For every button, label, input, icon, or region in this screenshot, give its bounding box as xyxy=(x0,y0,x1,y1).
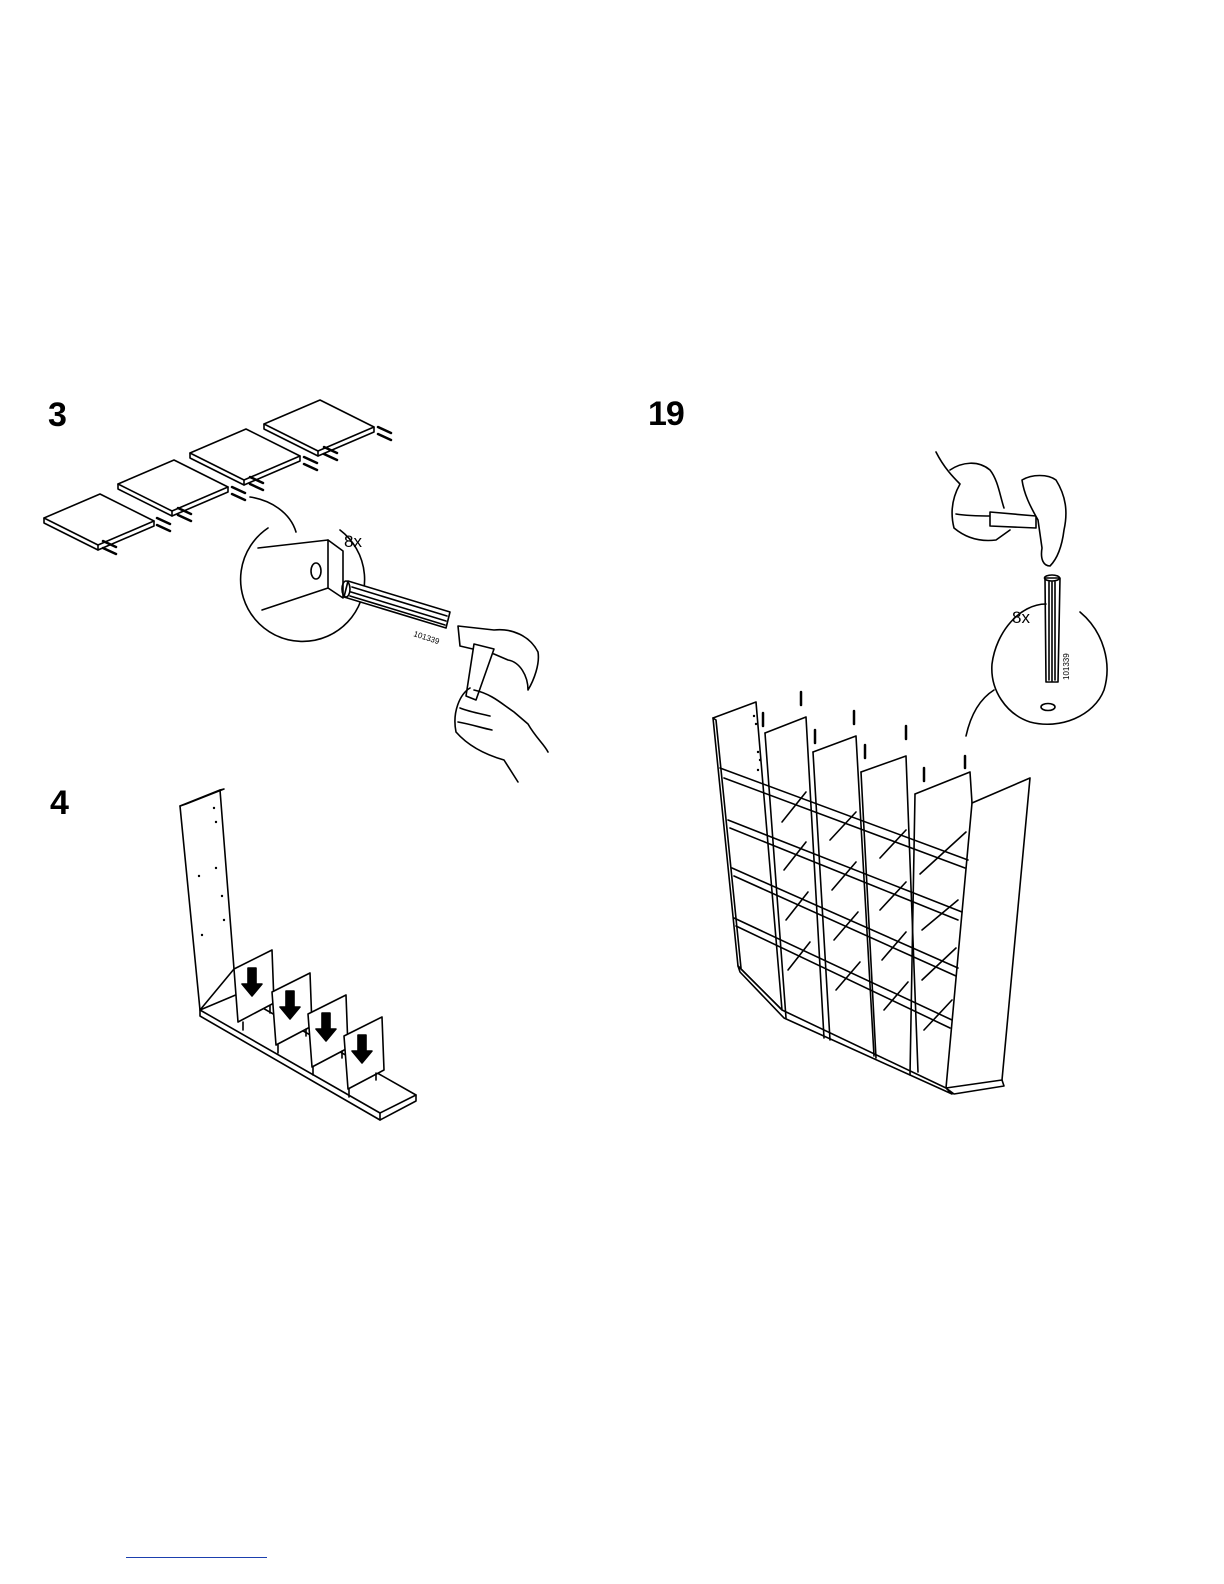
dowel-icon xyxy=(1045,575,1061,682)
step-3-part-code: 101339 xyxy=(412,629,441,646)
hand-icon xyxy=(936,452,1010,541)
bookcase-frame-icon xyxy=(713,692,1030,1094)
step-19-illustration: 8x 101339 xyxy=(713,452,1107,1094)
step-3-quantity: 8x xyxy=(344,532,362,551)
step-3-illustration: 8x 101339 xyxy=(44,400,548,782)
hand-icon xyxy=(455,688,548,782)
shelf-panel-icon xyxy=(44,400,391,554)
hammer-icon xyxy=(990,476,1066,567)
detail-callout xyxy=(966,604,1107,736)
dowel-icon xyxy=(342,581,450,628)
step-19-part-code: 101339 xyxy=(1062,653,1071,680)
detail-callout xyxy=(241,497,365,641)
step-4-illustration xyxy=(180,789,416,1120)
page-footer-rule xyxy=(126,1557,267,1558)
